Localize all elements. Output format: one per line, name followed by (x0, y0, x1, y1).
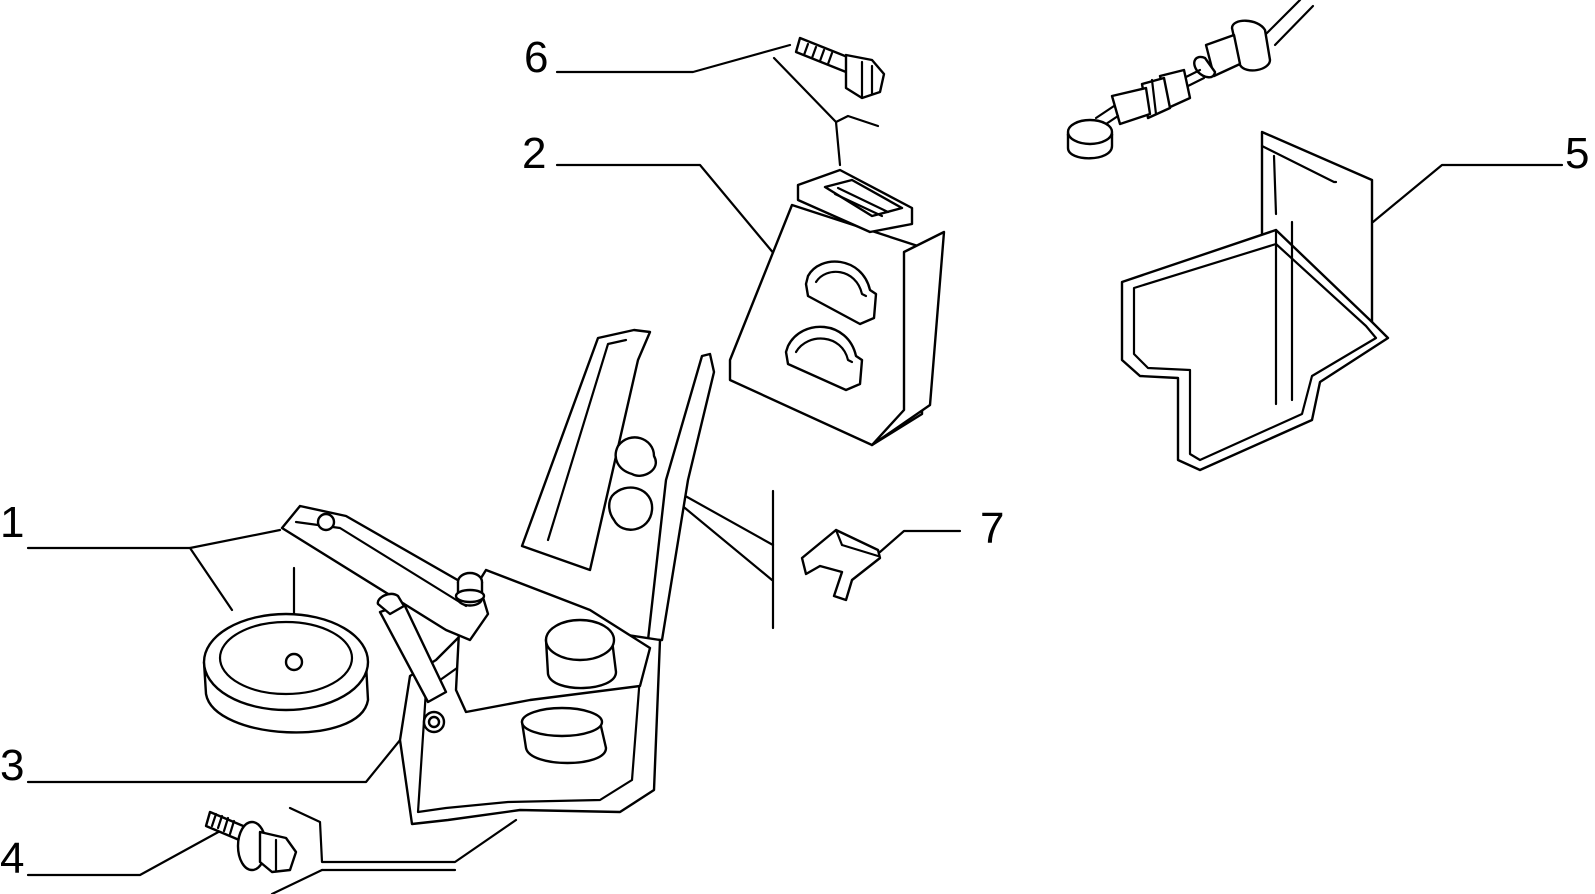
callout-2: 2 (522, 129, 546, 178)
part-2-cover (728, 168, 946, 447)
callout-4: 4 (0, 834, 24, 883)
guide-line-7c (666, 492, 774, 582)
callout-7: 7 (980, 504, 1004, 553)
part-4-bolt (204, 810, 298, 874)
leader-line-1b (188, 528, 282, 550)
part-6-bolt (794, 36, 886, 100)
part-1-damper (202, 612, 370, 734)
leader-line-7 (878, 529, 962, 554)
part-5-guard (1120, 130, 1390, 472)
part-7-clip (800, 528, 882, 602)
leader-line-base-b (270, 868, 324, 894)
leader-line-6 (555, 43, 792, 74)
leader-line-6c (834, 114, 880, 128)
leader-lines (26, 43, 1564, 894)
callout-5: 5 (1565, 129, 1589, 178)
leader-line-6b (772, 56, 842, 167)
callout-1: 1 (0, 498, 24, 547)
leader-line-base (288, 806, 518, 864)
main-bracket (280, 328, 716, 826)
guide-line-7b (669, 486, 775, 547)
leader-line-1 (26, 546, 234, 612)
leader-line-3 (26, 716, 420, 784)
callout-6: 6 (524, 33, 548, 82)
cable-end (1066, 0, 1315, 160)
leader-line-2 (555, 163, 777, 257)
leader-line-5 (1371, 163, 1564, 224)
callout-3: 3 (0, 741, 24, 790)
leader-line-4 (26, 828, 224, 877)
